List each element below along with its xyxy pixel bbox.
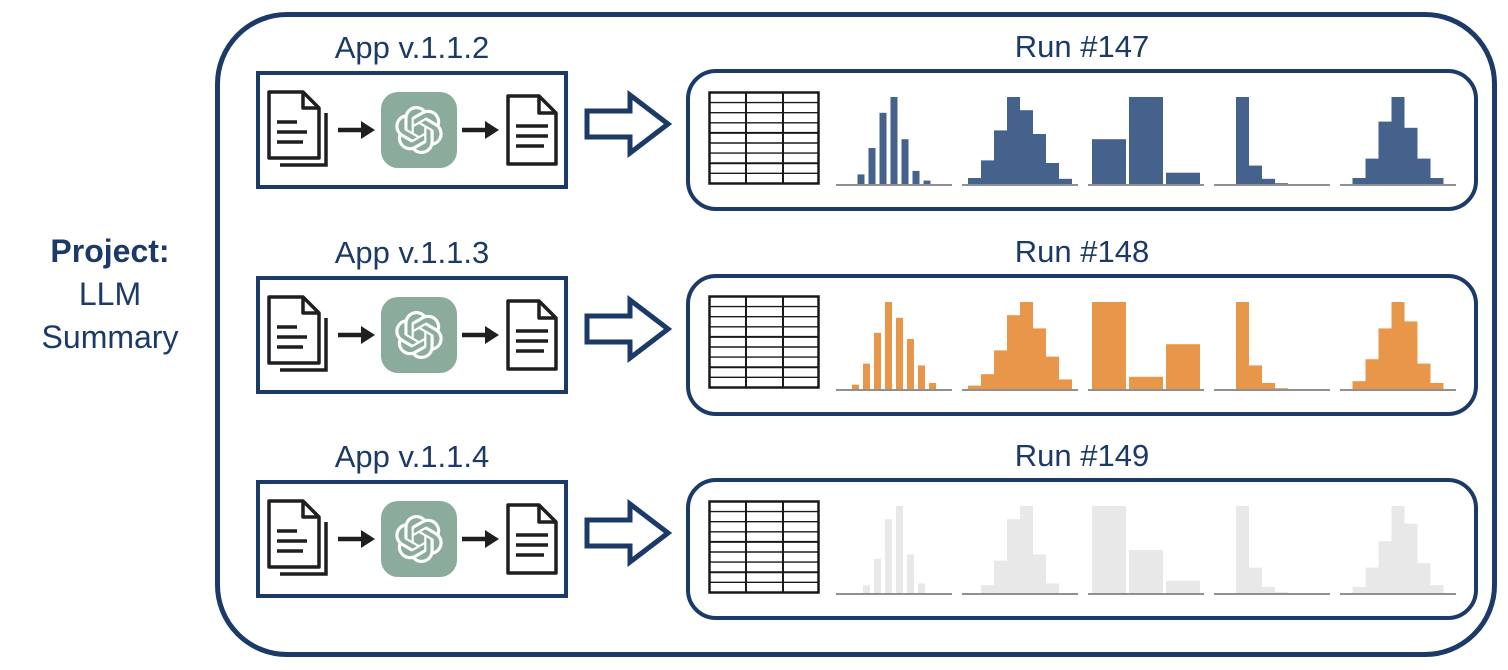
- bell-histogram-2: [1340, 497, 1456, 601]
- wide-bars-histogram: [1088, 497, 1204, 601]
- project-container: App v.1.1.2: [215, 12, 1497, 657]
- arrow-right-icon: [338, 121, 375, 139]
- document-icon: [506, 94, 558, 166]
- app-box: [256, 71, 568, 189]
- documents-stack-icon: [267, 294, 328, 372]
- run-label: Run #147: [1014, 29, 1150, 64]
- decay-histogram: [1214, 497, 1330, 601]
- block-arrow-icon: [584, 498, 673, 636]
- bell-histogram: [962, 88, 1078, 192]
- documents-stack-icon: [267, 90, 328, 167]
- bell-histogram: [962, 293, 1078, 397]
- bell-histogram: [962, 497, 1078, 601]
- project-line2: Summary: [41, 319, 179, 355]
- run-column: Run #147: [686, 25, 1478, 227]
- pipeline-row: App v.1.1.4: [256, 434, 1478, 636]
- run-label: Run #149: [1014, 438, 1150, 473]
- arrow-right-icon: [338, 325, 375, 344]
- app-box: [256, 275, 568, 394]
- project-label: Project: LLM Summary: [12, 230, 208, 359]
- arrow-right-icon: [462, 121, 499, 139]
- results-table-icon: [708, 90, 820, 190]
- app-column: App v.1.1.4: [256, 434, 568, 636]
- wide-bars-histogram: [1088, 293, 1204, 397]
- app-version-label: App v.1.1.2: [334, 30, 490, 65]
- run-column: Run #149: [686, 434, 1478, 636]
- openai-logo-icon: [381, 501, 457, 577]
- narrow-bell-histogram: [836, 293, 952, 397]
- app-version-label: App v.1.1.4: [334, 439, 490, 474]
- narrow-bell-histogram: [836, 497, 952, 601]
- wide-bars-histogram: [1088, 88, 1204, 192]
- pipeline-row: App v.1.1.2: [256, 25, 1478, 227]
- narrow-bell-histogram: [836, 88, 952, 192]
- results-table-icon: [708, 295, 820, 394]
- arrow-right-icon: [338, 530, 375, 548]
- decay-histogram: [1214, 88, 1330, 192]
- run-label: Run #148: [1014, 233, 1150, 269]
- app-column: App v.1.1.3: [256, 230, 568, 432]
- bell-histogram-2: [1340, 293, 1456, 397]
- app-version-label: App v.1.1.3: [334, 234, 490, 270]
- document-icon: [506, 298, 558, 371]
- app-box: [256, 480, 568, 598]
- document-icon: [506, 503, 558, 575]
- run-box: [686, 273, 1478, 416]
- arrow-right-icon: [462, 325, 499, 344]
- decay-histogram: [1214, 293, 1330, 397]
- arrow-right-icon: [462, 530, 499, 548]
- block-arrow-icon: [584, 89, 673, 227]
- pipeline-row: App v.1.1.3: [256, 230, 1478, 432]
- app-column: App v.1.1.2: [256, 25, 568, 227]
- run-column: Run #148: [686, 230, 1478, 432]
- openai-logo-icon: [381, 296, 457, 373]
- project-line1: LLM: [78, 276, 142, 312]
- run-box: [686, 69, 1478, 211]
- results-table-icon: [708, 499, 820, 599]
- bell-histogram-2: [1340, 88, 1456, 192]
- documents-stack-icon: [267, 499, 328, 576]
- run-box: [686, 478, 1478, 620]
- openai-logo-icon: [381, 92, 457, 168]
- project-title: Project:: [50, 233, 170, 269]
- block-arrow-icon: [584, 294, 673, 432]
